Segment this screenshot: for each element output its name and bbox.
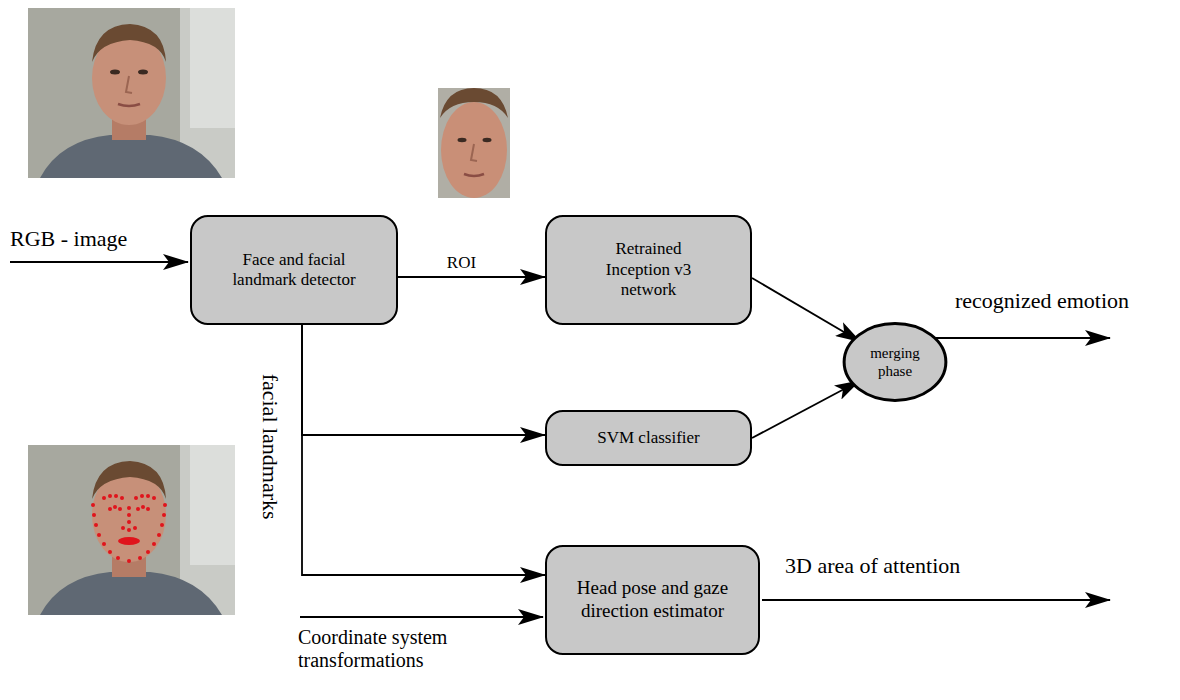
- node-text: Head pose and gaze direction estimator: [563, 577, 743, 623]
- process-box: Face and facial landmark detector: [190, 215, 398, 325]
- input-label: RGB - image: [10, 226, 127, 251]
- output-label: 3D area of attention: [785, 553, 960, 578]
- circle-outline: [842, 322, 948, 402]
- photo-roi: [438, 88, 510, 198]
- output-label: recognized emotion: [955, 288, 1129, 313]
- connector-arrow: [302, 325, 545, 575]
- edge-label: ROI: [445, 253, 478, 273]
- connector-arrow: [752, 278, 861, 342]
- process-box: SVM classifier: [545, 410, 752, 466]
- connector-arrow: [398, 276, 545, 278]
- trunk-label: facial landmarks: [257, 374, 282, 520]
- node-text: SVM classifier: [597, 428, 699, 448]
- node-text: Retrained Inception v3 network: [584, 239, 714, 300]
- node-text: Face and facial landmark detector: [219, 250, 369, 291]
- merge-circle: merging phase: [842, 322, 948, 402]
- photo-landmarks: [28, 445, 235, 615]
- node-text: merging phase: [860, 344, 930, 380]
- connector-arrow: [752, 381, 860, 438]
- process-box: Head pose and gaze direction estimator: [545, 545, 760, 655]
- input-label: Coordinate system transformations: [298, 626, 523, 672]
- photo-input: [28, 8, 235, 178]
- connector-arrow: [302, 325, 545, 435]
- process-box: Retrained Inception v3 network: [545, 215, 752, 325]
